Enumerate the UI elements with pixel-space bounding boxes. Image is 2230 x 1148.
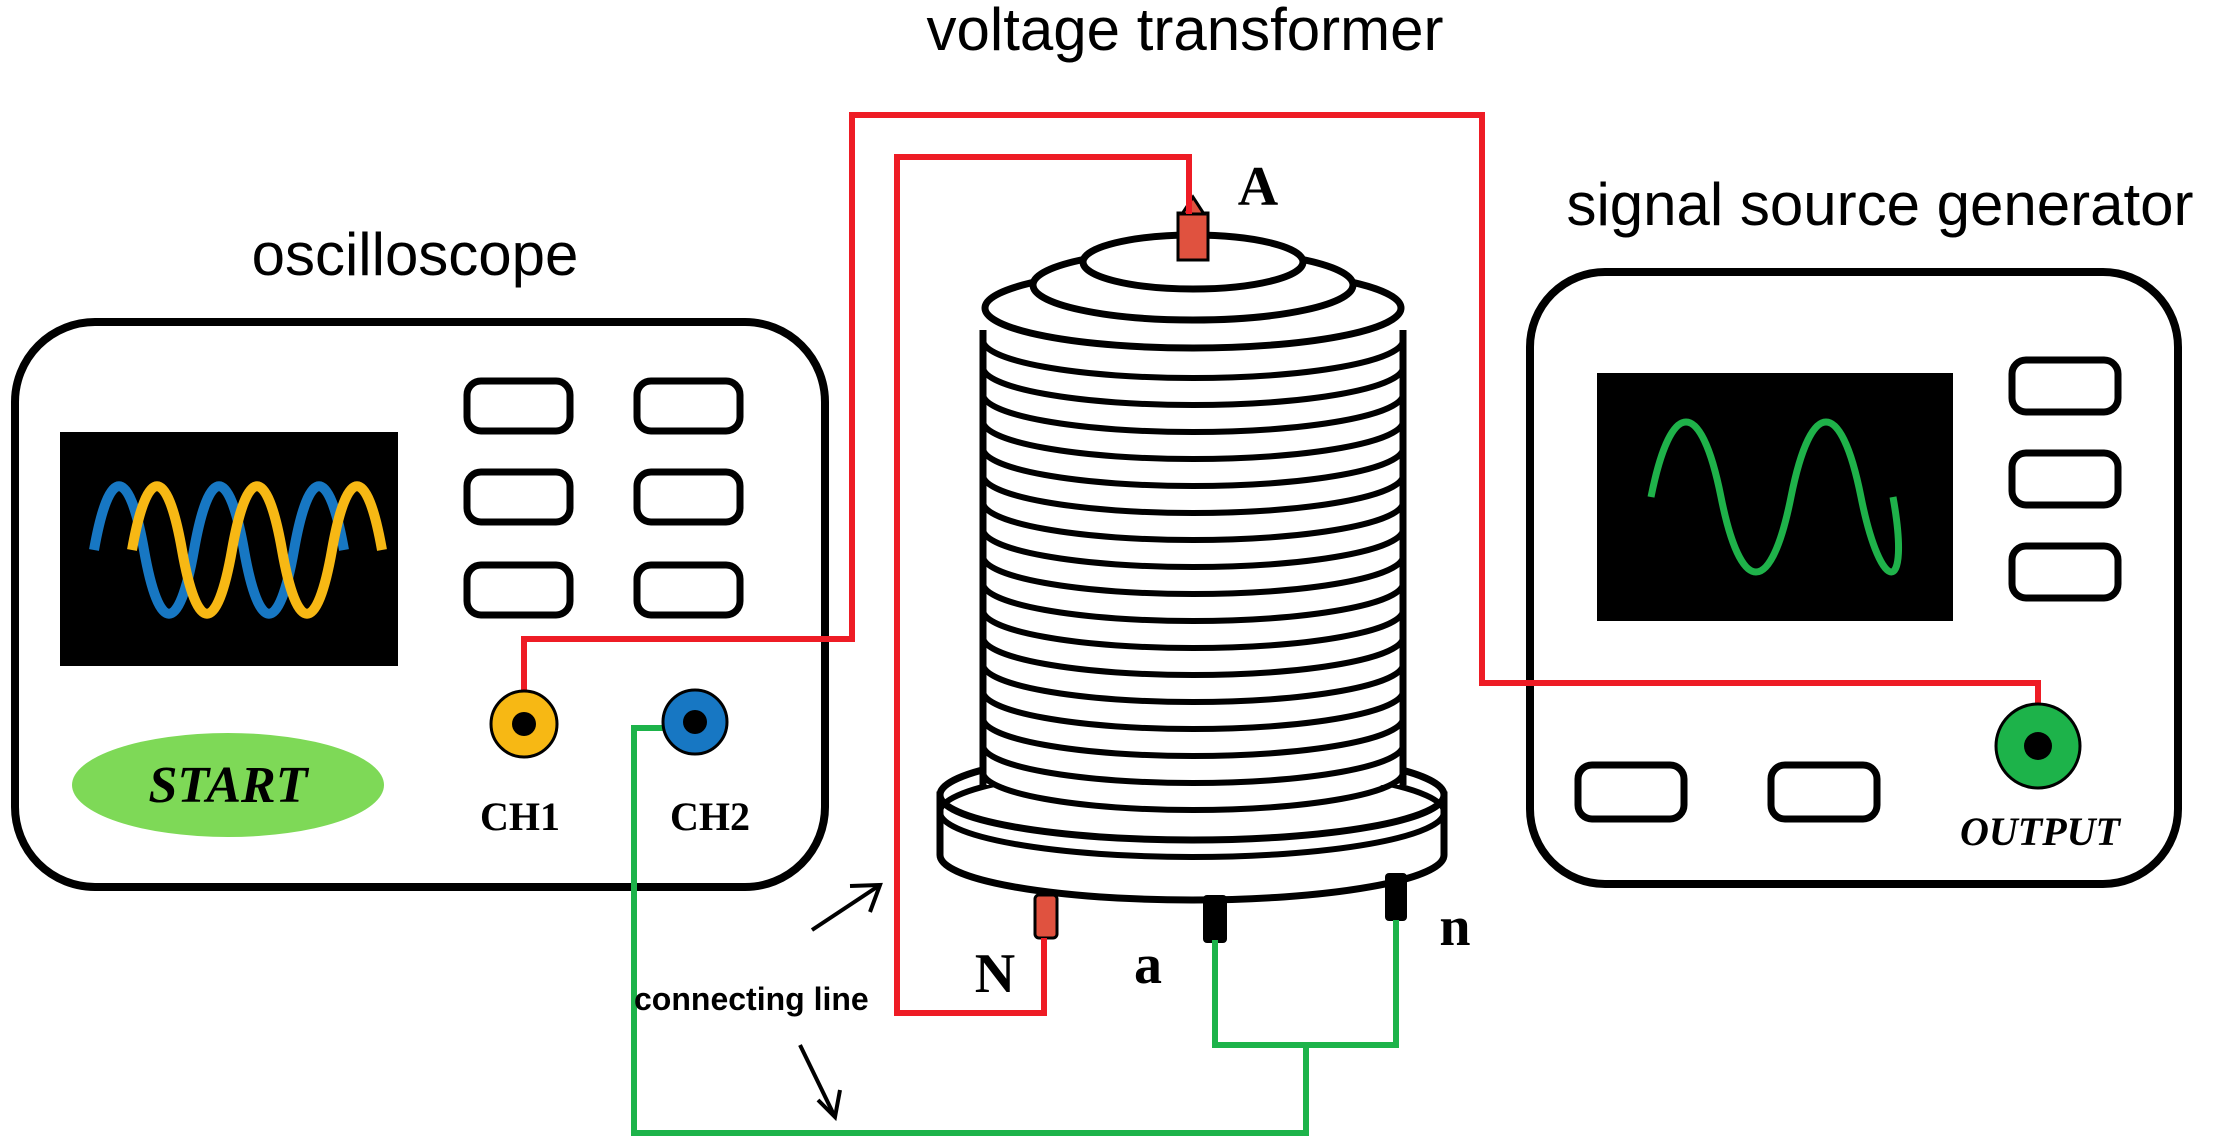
terminal-N-post[interactable] [1033,893,1059,940]
terminal-n-post[interactable] [1385,873,1407,921]
ch1-label: CH1 [480,794,560,839]
start-ellipse-icon[interactable] [72,733,384,837]
green-wires [631,725,1399,1136]
oscilloscope-trace-yellow [127,481,387,619]
winding-ring [980,555,1406,597]
winding-ring [980,501,1406,543]
generator-screen [1597,373,1953,621]
winding-ring [980,447,1406,489]
winding-ring [980,771,1406,813]
terminal-A-post[interactable] [1176,211,1210,262]
arrow-icon [810,882,883,932]
oscilloscope-button[interactable] [463,377,574,435]
wire-ch2-loop [631,725,1309,1136]
generator-button[interactable] [2008,449,2122,509]
ch2-label: CH2 [670,794,750,839]
terminal-n-label: n [1439,896,1470,958]
winding-ring [980,744,1406,786]
transformer-winding-rings [980,339,1406,813]
oscilloscope-button[interactable] [463,561,574,619]
signal-generator [1526,268,2182,888]
ch2-jack-icon[interactable] [661,688,729,756]
start-button-label: START [149,757,310,814]
generator-trace-green [1647,418,1902,576]
winding-ring [980,339,1406,381]
winding-ring [980,393,1406,435]
voltage-transformer [936,194,1448,943]
generator-button[interactable] [1574,761,1688,823]
terminal-A-label: A [1238,156,1279,218]
arrow-icon [798,1044,842,1122]
wire-N-to-junction [894,154,1192,1016]
terminal-N-label: N [975,943,1015,1005]
oscilloscope-button[interactable] [633,561,744,619]
oscilloscope-button[interactable] [633,377,744,435]
transformer-title: voltage transformer [927,0,1444,63]
wire-a-n [1212,920,1399,1048]
wire-ch1-to-A [521,112,2041,745]
winding-ring [980,636,1406,678]
output-jack-icon[interactable] [1994,702,2082,790]
connecting-line-label: connecting line [634,981,869,1017]
winding-ring [980,582,1406,624]
winding-ring [980,474,1406,516]
winding-ring [980,609,1406,651]
terminal-a-post[interactable] [1203,895,1227,943]
winding-ring [980,420,1406,462]
generator-button[interactable] [2008,356,2122,416]
red-wires [521,112,2041,1016]
oscilloscope-button[interactable] [633,468,744,526]
generator-title: signal source generator [1566,171,2193,238]
oscilloscope: START [11,318,829,891]
oscilloscope-button[interactable] [463,468,574,526]
winding-ring [980,690,1406,732]
generator-button[interactable] [1767,761,1881,823]
generator-button[interactable] [2008,542,2122,602]
terminal-a-label: a [1134,934,1162,996]
winding-ring [980,663,1406,705]
ch1-jack-icon[interactable] [489,689,559,759]
winding-ring [980,366,1406,408]
oscilloscope-title: oscilloscope [252,221,579,288]
winding-ring [980,717,1406,759]
output-label: OUTPUT [1960,809,2122,854]
winding-ring [980,528,1406,570]
terminal-A-tip [1179,194,1207,216]
